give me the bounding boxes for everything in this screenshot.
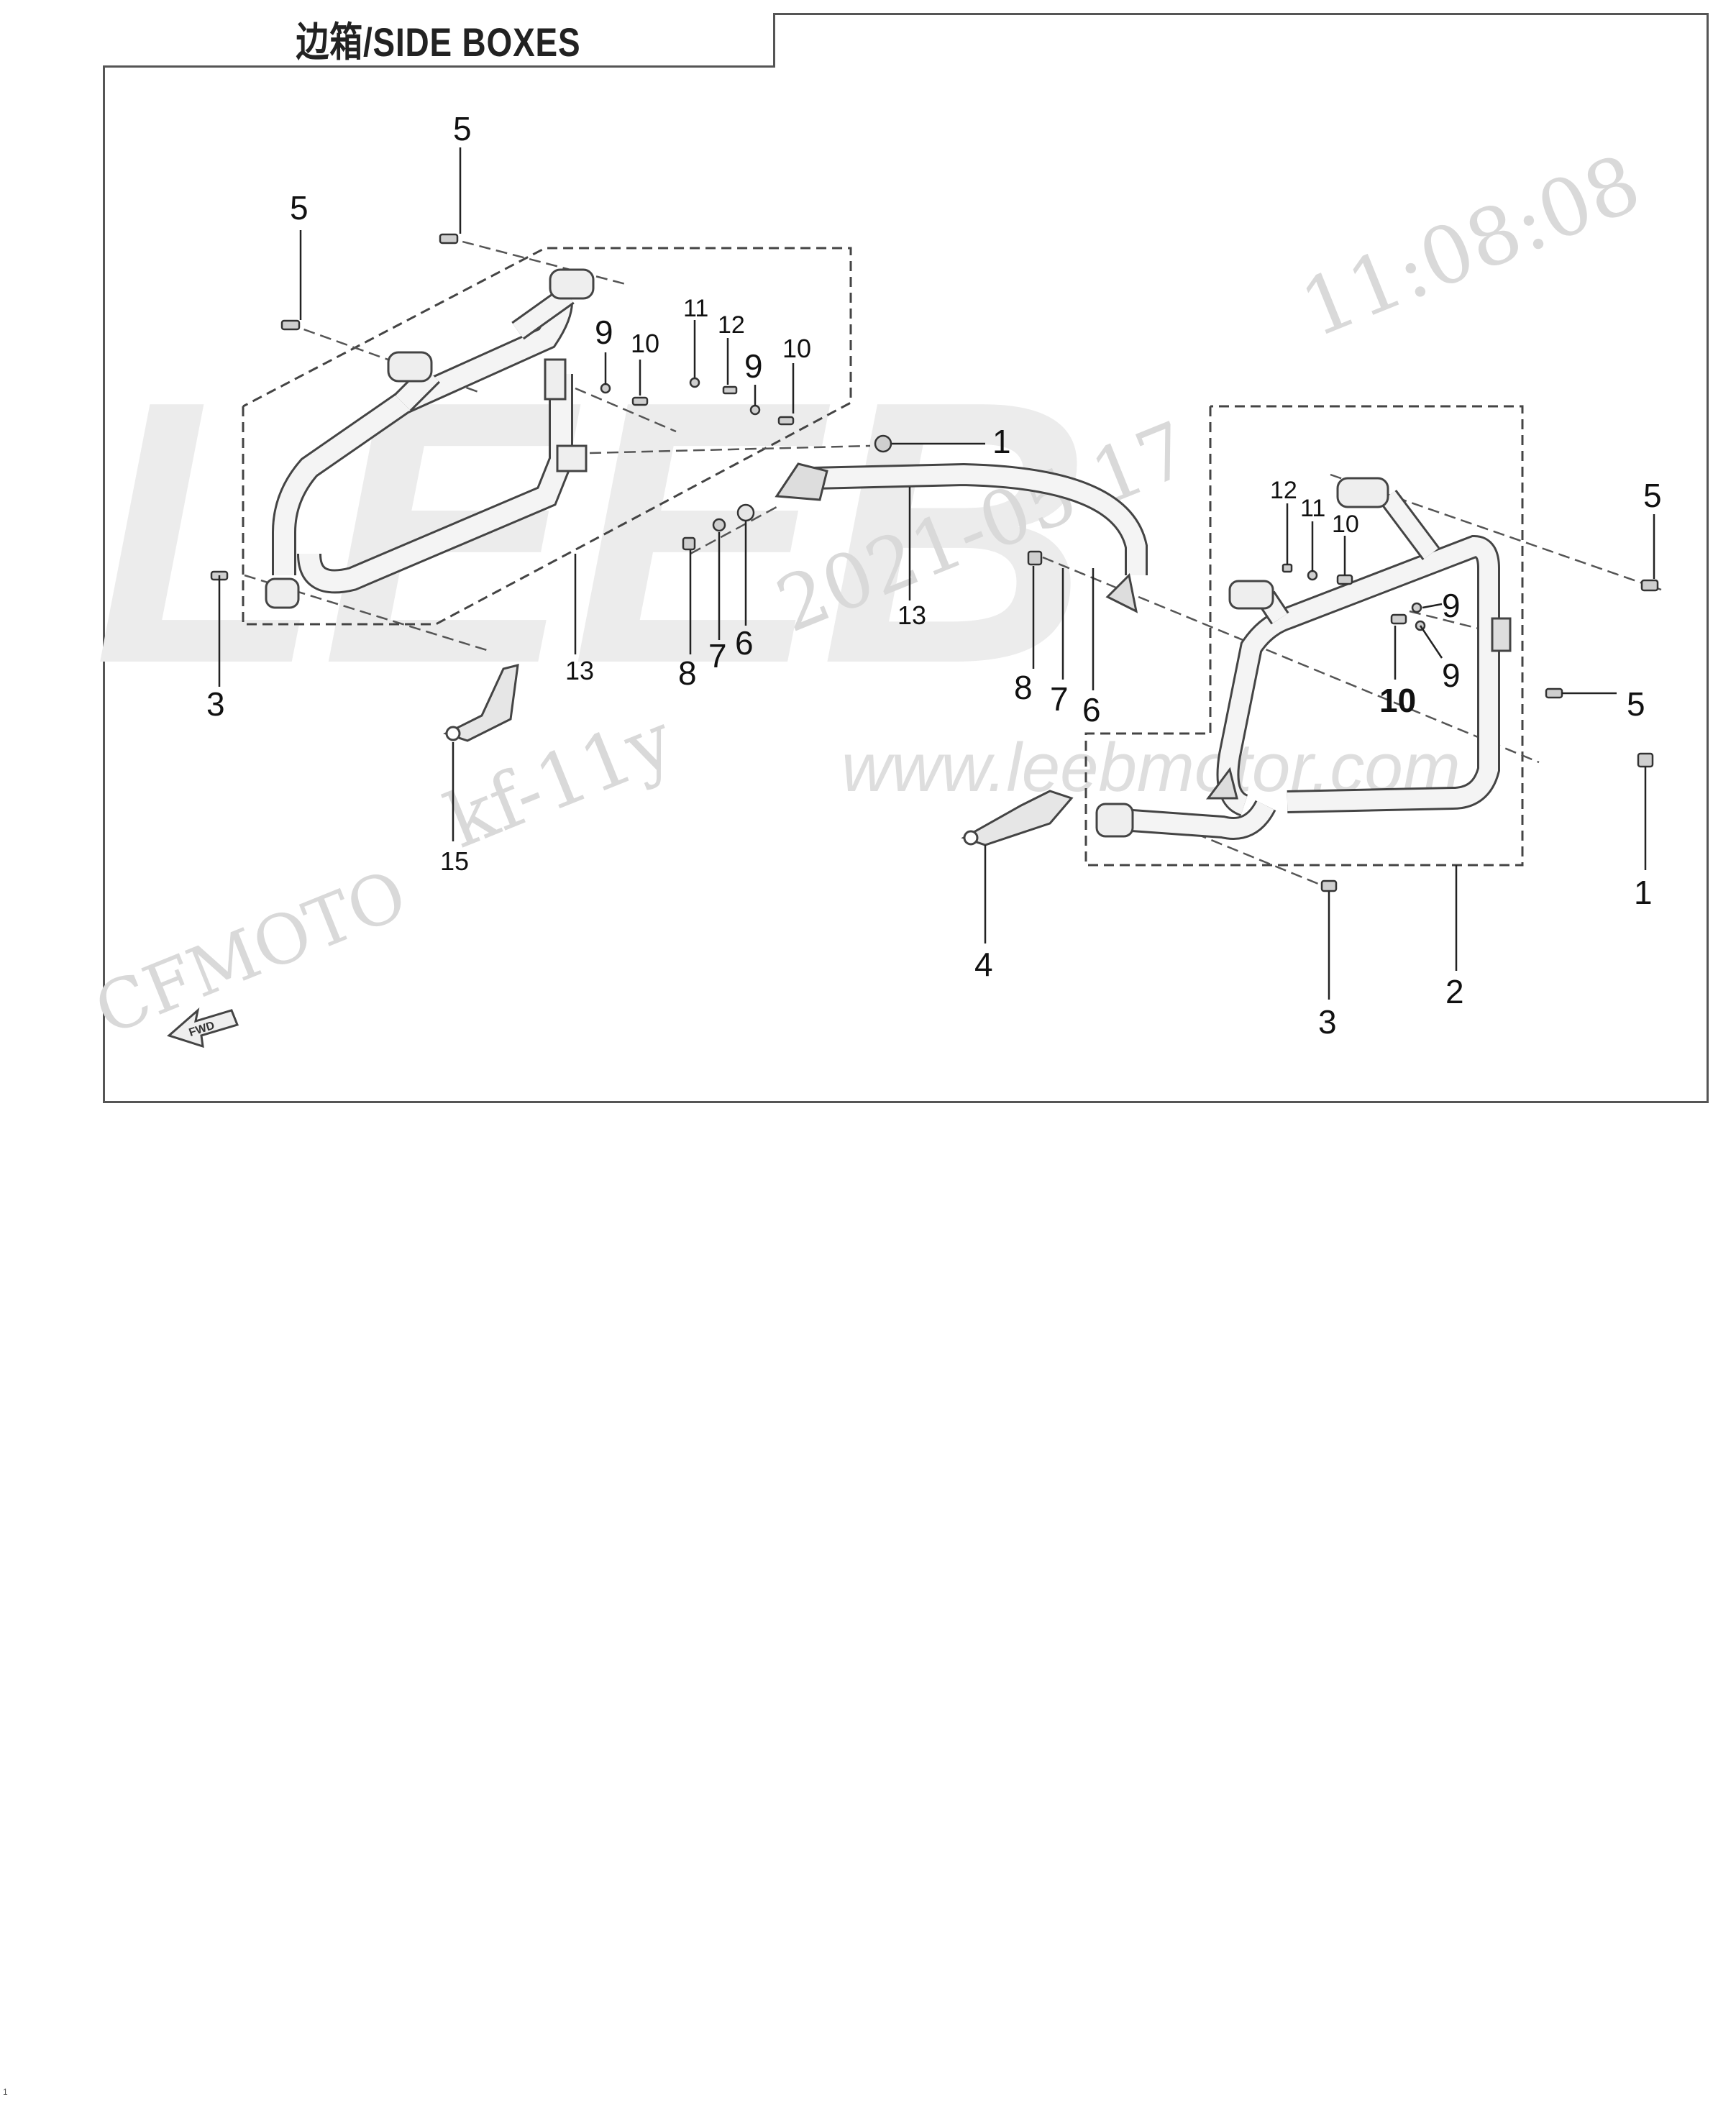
callout-label: 5 (453, 110, 472, 147)
callout-labels: 5 5 9 10 11 12 9 10 1 3 13 8 7 6 13 15 1… (206, 110, 1662, 1041)
nut-11a (689, 377, 700, 388)
callout-label: 9 (595, 314, 613, 351)
bolt-10a (631, 396, 649, 406)
callout-label: 3 (1318, 1003, 1337, 1041)
callout-label: 10 (1332, 511, 1359, 538)
bolt-12a (722, 385, 738, 395)
callout-label: 7 (1050, 680, 1069, 718)
right-side-frame (1095, 477, 1512, 840)
assembly-outlines (242, 247, 1524, 867)
watermark-timestamp: 11:08:08 (1289, 137, 1653, 355)
callout-label: 1 (1634, 874, 1653, 911)
washer-6a (736, 503, 755, 522)
callout-label: 12 (1270, 477, 1297, 504)
nut-1a (874, 434, 892, 453)
bolt-5a (439, 233, 459, 245)
diagram-title-box: 边箱/SIDE BOXES (103, 13, 775, 68)
watermark-maker: CFMOTO (84, 855, 417, 1051)
callout-label: 10 (631, 329, 659, 358)
callout-label: 8 (1014, 669, 1033, 706)
watermark-layer: LEEB 11:08:08 2021-05-17 kf-11y CFMOTO w… (84, 137, 1652, 1051)
callout-label: 13 (565, 656, 594, 685)
callout-label: 9 (1442, 587, 1461, 624)
bolt-5d (1545, 687, 1563, 699)
callout-label: 3 (206, 685, 225, 723)
callout-label: 6 (735, 624, 754, 662)
bolt-10c (1336, 574, 1353, 585)
callout-label: 10 (782, 334, 811, 363)
callout-label: 13 (897, 600, 926, 630)
callout-label: 5 (290, 189, 309, 227)
mounting-brackets (443, 664, 1074, 846)
callout-label: 9 (744, 347, 763, 385)
bolt-5c (1640, 579, 1659, 592)
bolt-12b (1282, 563, 1293, 573)
callout-label: 8 (678, 654, 697, 692)
bracket-15 (443, 664, 519, 742)
left-side-frame (265, 268, 595, 609)
callout-label: 10 (1379, 682, 1416, 719)
callout-label: 2 (1445, 973, 1464, 1010)
callout-label: 1 (992, 423, 1011, 460)
nut-8a (682, 536, 696, 551)
right-assembly-outline (1084, 405, 1524, 867)
callout-label: 9 (1442, 657, 1461, 694)
nut-8b (1027, 550, 1043, 566)
bolt-10d (1390, 613, 1407, 625)
washer-9a (600, 383, 611, 394)
callout-label: 6 (1082, 691, 1101, 728)
page-number: 1 (3, 2087, 8, 2097)
callout-label: 5 (1627, 685, 1645, 723)
washer-9c (1411, 602, 1422, 613)
leader-lines (218, 147, 1655, 1000)
watermark-brand: LEEB (93, 324, 1091, 741)
diagram-title: 边箱/SIDE BOXES (296, 19, 580, 65)
bolt-5b (280, 319, 301, 331)
nut-1b (1637, 752, 1654, 768)
washer-7a (712, 518, 726, 532)
callout-label: 11 (1300, 495, 1325, 522)
washer-9b (749, 404, 761, 416)
bolt-3b (1320, 879, 1338, 892)
callout-label: 11 (683, 295, 708, 322)
callout-label: 15 (440, 846, 469, 876)
callout-label: 12 (718, 311, 745, 339)
callout-label: 7 (708, 637, 727, 675)
nut-11b (1307, 570, 1318, 581)
callout-label: 5 (1643, 477, 1662, 514)
callout-label: 4 (974, 946, 993, 983)
center-rail (775, 462, 1148, 613)
bolt-10b (777, 416, 795, 426)
